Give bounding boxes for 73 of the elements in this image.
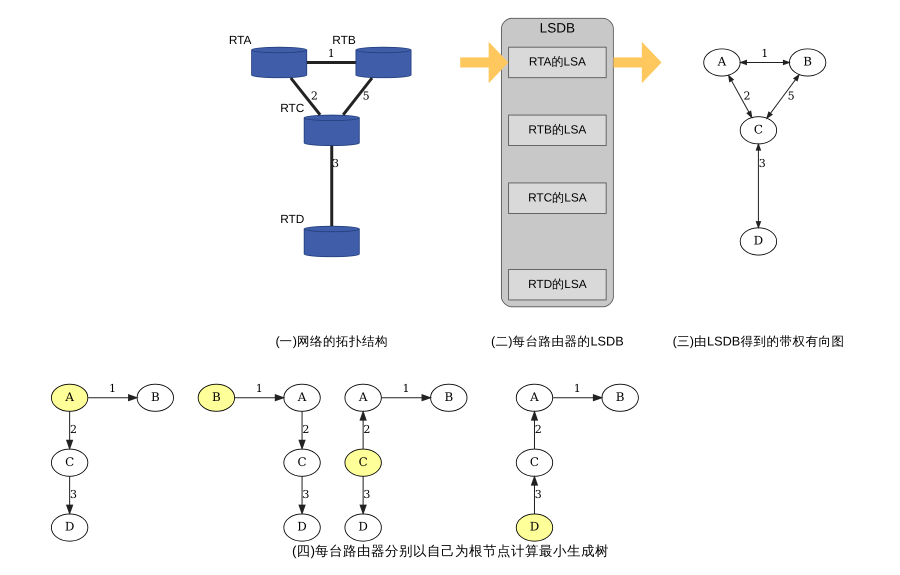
arrow: [358, 476, 366, 516]
arrow: [727, 74, 752, 119]
node-box: RTB的LSA: [508, 114, 606, 146]
node-ellipse: D: [739, 227, 777, 256]
arrow: [738, 60, 790, 66]
label: (一)网络的拓扑结构: [275, 333, 388, 348]
caption: (四)每台路由器分别以自己为根节点计算最小生成树: [291, 544, 609, 559]
arrow: [298, 476, 306, 516]
node-label: RTB: [332, 32, 356, 47]
edge-label: 3: [362, 488, 370, 502]
node-ellipse: A: [344, 384, 382, 412]
edge-label: 1: [760, 46, 768, 60]
node-ellipse: B: [197, 384, 235, 412]
arrow: [88, 394, 138, 402]
arrow: [530, 410, 538, 449]
edge-label: 2: [69, 423, 76, 436]
node-ellipse: B: [788, 48, 826, 76]
edge-label: 2: [362, 423, 370, 436]
arrow: [612, 42, 662, 84]
connector: [342, 77, 373, 116]
node-ellipse: A: [282, 384, 320, 412]
arrow: [530, 475, 538, 514]
arrow: [552, 394, 603, 402]
edge-label: 3: [758, 157, 766, 170]
node-box: RTC的LSA: [508, 182, 606, 214]
node-ellipse: B: [136, 384, 174, 412]
node-ellipse: A: [50, 384, 88, 412]
node-box: RTA的LSA: [508, 46, 606, 78]
edge-label: 2: [534, 423, 542, 436]
arrow: [381, 394, 432, 402]
node-label: RTA: [228, 32, 251, 47]
label: (三)由LSDB得到的带权有向图: [672, 333, 844, 348]
edge-label: 3: [534, 488, 542, 502]
label: (二)每台路由器的LSDB: [490, 333, 624, 348]
edge-label: 5: [362, 89, 370, 102]
arrow: [234, 394, 285, 402]
node-ellipse: A: [515, 384, 553, 412]
edge-label: 2: [302, 423, 309, 436]
edge-label: 2: [742, 89, 750, 102]
edge-label: 1: [573, 382, 580, 396]
node-ellipse: D: [515, 514, 553, 542]
node-ellipse: C: [50, 448, 88, 477]
edge-label: 1: [327, 46, 334, 60]
connector: [330, 146, 333, 226]
arrow: [460, 42, 508, 84]
edge-label: 3: [302, 488, 309, 502]
edge-label: 1: [108, 382, 116, 396]
arrow: [65, 476, 73, 516]
edge-label: 5: [787, 89, 794, 102]
node-ellipse: A: [702, 48, 740, 76]
arrow: [755, 142, 761, 230]
node-label: RTC: [280, 100, 304, 115]
edge-label: 1: [255, 382, 262, 396]
arrow: [65, 412, 73, 450]
connector: [289, 77, 321, 116]
node-ellipse: B: [430, 384, 467, 412]
node-ellipse: C: [344, 448, 382, 477]
arrow: [358, 410, 366, 449]
node-label: RTD: [280, 212, 304, 226]
node-ellipse: D: [344, 514, 382, 542]
edge-label: 3: [69, 488, 76, 502]
edge-label: 2: [310, 89, 318, 102]
node-ellipse: D: [282, 514, 320, 542]
node-box: RTD的LSA: [508, 269, 606, 300]
node-ellipse: B: [601, 384, 638, 412]
node-ellipse: C: [282, 448, 320, 477]
node-ellipse: C: [515, 448, 553, 477]
arrow: [765, 74, 800, 120]
connector: [306, 60, 356, 64]
node-ellipse: C: [739, 116, 777, 144]
node-ellipse: D: [50, 514, 88, 542]
arrow: [298, 412, 306, 450]
edge-label: 1: [402, 382, 409, 396]
